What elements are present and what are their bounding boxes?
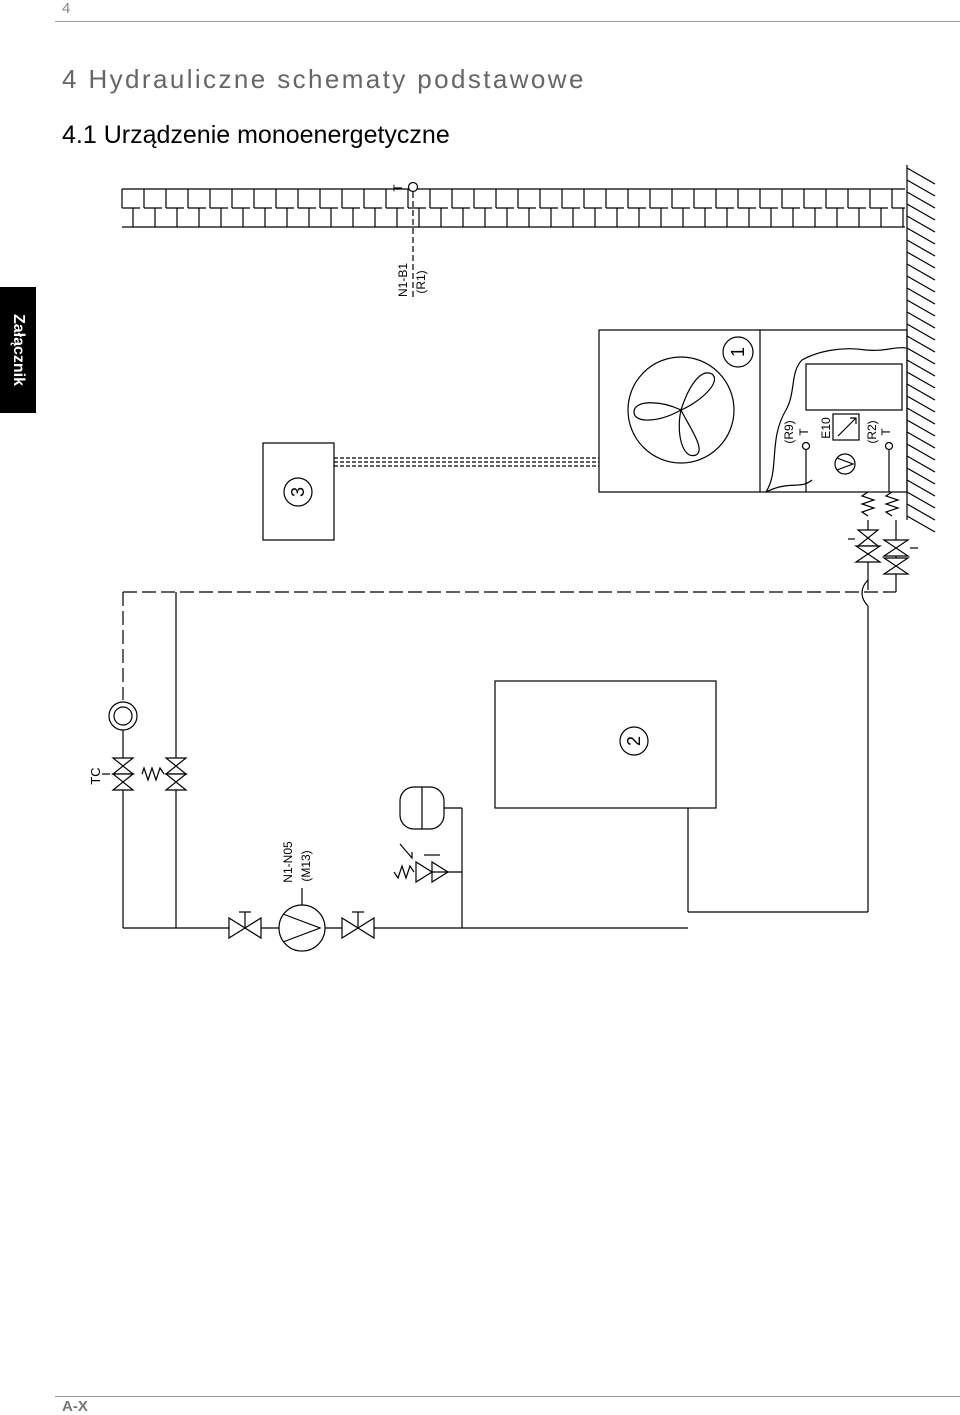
pump-label-2: (M13) (299, 850, 313, 881)
section-title: 4.1 Urządzenie monoenergetyczne (62, 121, 450, 149)
side-tab[interactable]: Załącznik (0, 287, 36, 413)
r9-t: T (797, 428, 811, 436)
r2-t: T (879, 428, 893, 436)
unit-2-number: 2 (624, 736, 644, 746)
heat-pump-unit (598, 329, 908, 493)
tc-label: TC (88, 767, 103, 784)
wall-right (906, 165, 936, 533)
unit-3-number: 3 (288, 487, 308, 497)
wall-top (121, 188, 905, 228)
e10-label: E10 (819, 417, 833, 439)
sensor-top-t: T (391, 184, 405, 192)
header-rule (55, 21, 960, 22)
sensor-r1-label-2: (R1) (414, 270, 428, 293)
left-valves (102, 701, 188, 928)
footer-label: A-X (62, 1398, 88, 1415)
footer-rule (55, 1396, 960, 1397)
pump-label-1: N1-N05 (281, 841, 295, 883)
chapter-title: 4 Hydrauliczne schematy podstawowe (62, 64, 586, 94)
storage-tank (494, 680, 717, 809)
unit-1-number: 1 (728, 347, 748, 357)
r9-label: (R9) (782, 420, 796, 443)
page-number: 4 (62, 0, 71, 17)
r2-label: (R2) (865, 420, 879, 443)
flow-pipes (122, 491, 918, 913)
expansion-vessel (393, 786, 463, 928)
controller-unit (262, 442, 599, 541)
outdoor-sensor (407, 181, 419, 298)
sensor-r1-label-1: N1-B1 (396, 263, 410, 297)
circulation-pump (123, 888, 688, 952)
